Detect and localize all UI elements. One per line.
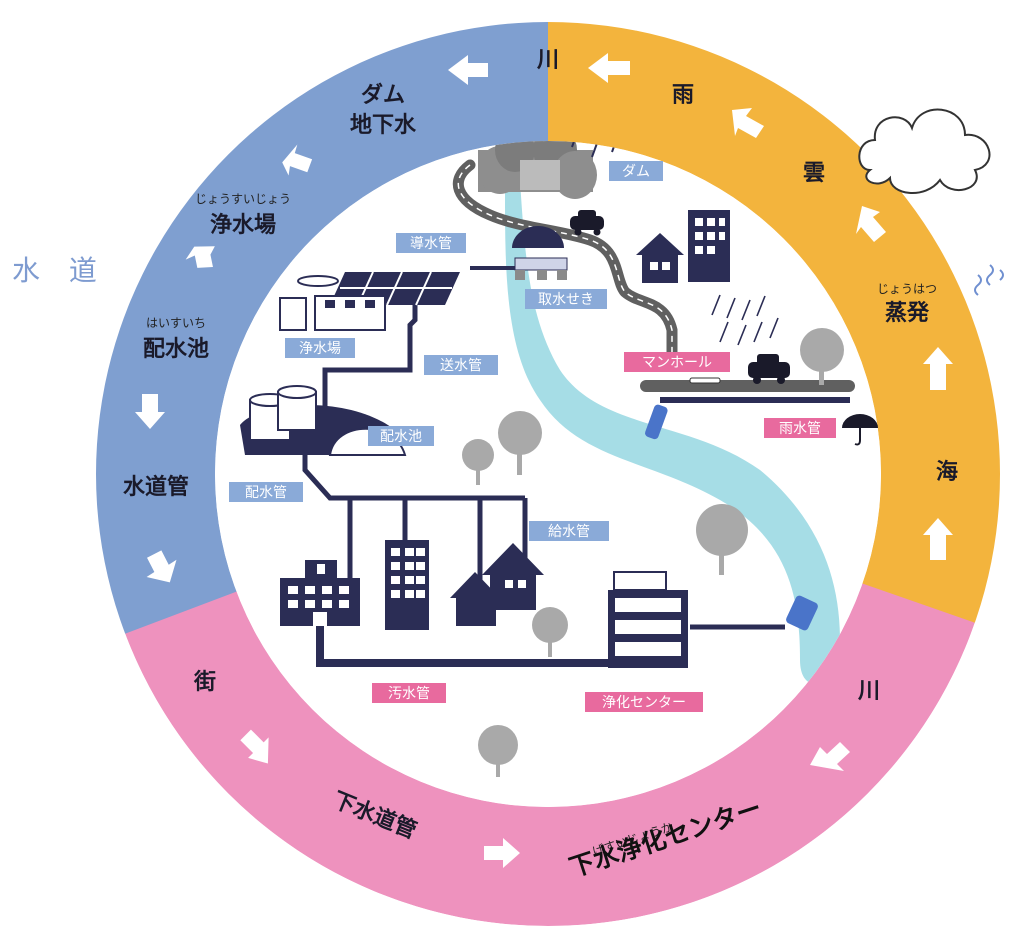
tag-intake: 取水せき [538, 292, 594, 308]
furigana-reservoir: はいすいち [146, 316, 206, 330]
label-reservoir: 配水池 [143, 337, 209, 362]
umbrella-icon [842, 414, 878, 446]
page-title: 水 道 [12, 254, 107, 287]
label-purification: 浄水場 [210, 212, 276, 238]
label-river-top: 川 [536, 48, 559, 73]
tag-treatment-center: 浄化センター [602, 695, 686, 711]
arrow-orange-1 [923, 518, 953, 560]
label-cloud: 雲 [803, 161, 825, 186]
distribution-pipe [302, 455, 525, 501]
sewage-pipe [316, 625, 610, 667]
furigana-evaporation: じょうはつ [877, 282, 937, 296]
river [505, 180, 840, 684]
transmission-pipe [322, 275, 418, 435]
rain-right [711, 294, 779, 346]
label-water-pipe: 水道管 [123, 474, 189, 500]
tag-dam: ダム [622, 164, 650, 180]
tag-transmission: 送水管 [440, 358, 482, 374]
pipes [302, 275, 785, 667]
tag-reservoir: 配水池 [380, 429, 422, 445]
rain-over-dam [571, 141, 621, 158]
label-river-bottom: 川 [857, 679, 880, 704]
arrow-orange-2 [923, 347, 953, 390]
arrow-pink-3 [810, 742, 850, 771]
purification-plant [279, 271, 460, 331]
manhole-cover [689, 377, 721, 384]
car-street [748, 354, 790, 384]
arrow-blue-1 [448, 55, 488, 85]
road-centerline [457, 164, 673, 360]
label-town: 街 [193, 669, 216, 695]
car-top [570, 210, 604, 236]
arrow-orange-3 [856, 206, 886, 242]
tag-storm-pipe: 雨水管 [779, 421, 821, 437]
label-sea: 海 [936, 459, 958, 485]
arrow-blue-5 [146, 550, 177, 583]
supply-pipes [347, 498, 528, 590]
arrow-blue-2 [282, 144, 313, 176]
tag-distribution: 配水管 [245, 485, 287, 501]
inner-scene [215, 141, 881, 807]
tag-manhole: マンホール [642, 355, 712, 371]
windows-top-right [650, 218, 725, 270]
storm-pipe [660, 397, 850, 403]
arrow-blue-4 [135, 394, 165, 429]
intake-weir [512, 226, 568, 280]
outflow-end [786, 595, 818, 631]
tag-dam-box [609, 161, 663, 181]
dam-illustration [478, 141, 597, 199]
cloud-icon [858, 108, 991, 194]
label-dam: ダム [361, 82, 405, 108]
town-windows [288, 548, 681, 656]
trees [462, 328, 844, 777]
ring-arrows [135, 53, 953, 868]
label-rain: 雨 [672, 83, 694, 108]
arrow-pink-1 [240, 729, 269, 764]
tag-supply: 給水管 [548, 524, 590, 540]
furigana-purification: じょうすいじょう [195, 192, 291, 206]
storm-outflow-end [645, 404, 668, 440]
arrow-pink-2 [484, 838, 520, 868]
label-tags: ダム 導水管 取水せき 浄水場 送水管 配水池 配水管 給水管 マンホール 雨水… [229, 161, 836, 712]
arrow-orange-5 [588, 53, 630, 83]
tag-sewage-pipe: 汚水管 [388, 686, 430, 702]
arrow-blue-3 [185, 246, 215, 268]
tag-conduit: 導水管 [410, 236, 452, 252]
label-groundwater: 地下水 [350, 113, 417, 138]
label-evaporation: 蒸発 [885, 301, 930, 326]
evaporation-icon [974, 264, 1004, 296]
arrow-orange-4 [732, 108, 764, 138]
tag-purification-plant: 浄水場 [299, 341, 341, 357]
